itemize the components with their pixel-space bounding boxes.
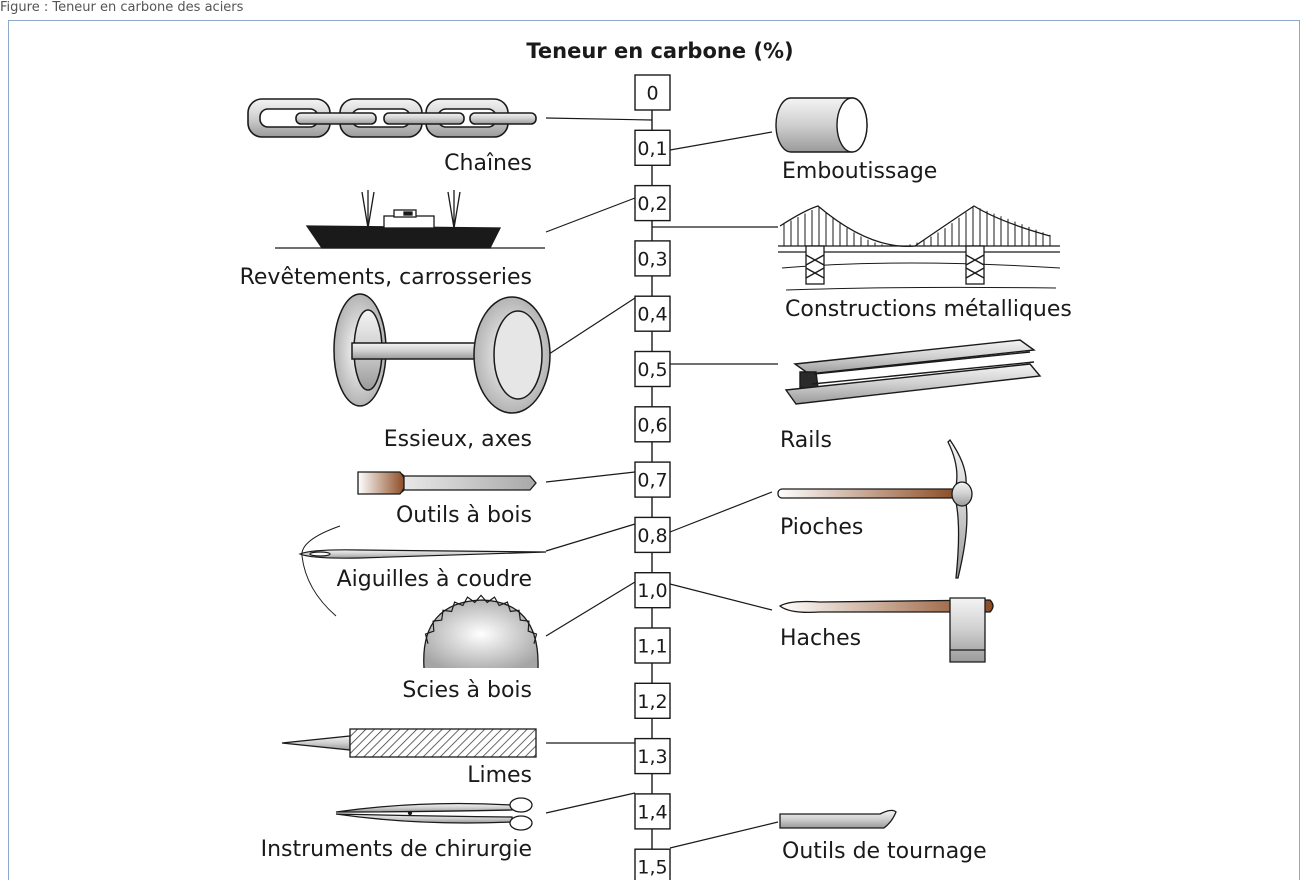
figure-frame xyxy=(8,20,1300,880)
scale-box xyxy=(634,461,671,498)
axle-icon xyxy=(333,293,551,414)
connector-pioches xyxy=(669,491,773,533)
connector-lines xyxy=(545,117,779,849)
scale-value: 0,1 xyxy=(637,138,667,160)
connector-chirurgie xyxy=(545,792,636,814)
diagram-title: Teneur en carbone (%) xyxy=(526,39,793,63)
carbon-scale: 0 0,1 0,2 0,3 0,4 0,5 0,6 0,7 0,8 1,0 1,1 1,2 1,3 1,4… xyxy=(634,74,671,880)
scale-box xyxy=(634,848,671,880)
connector-outils-bois xyxy=(545,471,636,483)
label-revetements: Revêtements, carrosseries xyxy=(240,265,532,290)
scale-box xyxy=(634,737,671,775)
scale-box xyxy=(634,295,671,332)
label-scies: Scies à bois xyxy=(402,678,532,703)
figure-caption: Figure : Teneur en carbone des aciers xyxy=(0,0,244,15)
scale-value: 0,8 xyxy=(637,525,667,547)
needle-icon xyxy=(298,525,547,617)
label-chirurgie: Instruments de chirurgie xyxy=(261,837,532,862)
label-pioches: Pioches xyxy=(780,515,863,540)
chain-icon xyxy=(247,98,537,138)
label-tournage: Outils de tournage xyxy=(782,839,987,864)
scale-box xyxy=(634,184,671,222)
scale-value: 0,5 xyxy=(637,359,667,381)
scale-box xyxy=(634,793,671,830)
scale-box xyxy=(634,516,671,554)
label-outils-bois: Outils à bois xyxy=(396,503,532,528)
label-essieux: Essieux, axes xyxy=(384,427,532,452)
connector-scies xyxy=(545,581,636,637)
saw-icon xyxy=(423,594,539,669)
label-emboutissage: Emboutissage xyxy=(782,159,937,184)
scale-value: 1,2 xyxy=(637,691,667,713)
connector-chaines xyxy=(545,117,653,121)
rail-icon xyxy=(784,339,1042,405)
scale-box xyxy=(634,406,671,443)
pickaxe-icon xyxy=(777,438,973,579)
scale-box xyxy=(634,682,671,719)
scale-box xyxy=(634,627,671,664)
label-constructions: Constructions métalliques xyxy=(785,297,1072,322)
connector-tournage xyxy=(669,821,779,849)
connector-revetements xyxy=(545,197,636,233)
label-haches: Haches xyxy=(780,626,861,651)
scale-value: 0,7 xyxy=(637,470,667,492)
scale-value: 0,6 xyxy=(637,414,667,436)
scale-value: 1,1 xyxy=(637,636,667,658)
scale-value: 1,3 xyxy=(637,746,667,768)
scale-box xyxy=(634,129,671,167)
file-icon xyxy=(281,728,537,758)
scale-value: 0 xyxy=(646,83,658,105)
label-chaines: Chaînes xyxy=(444,151,532,176)
label-aiguilles: Aiguilles à coudre xyxy=(337,567,532,592)
connector-emboutissage xyxy=(669,131,773,151)
cylinder-icon xyxy=(775,97,868,153)
scale-box xyxy=(634,74,671,111)
bridge-icon xyxy=(778,205,1061,291)
connector-aiguilles xyxy=(545,523,636,552)
ship-icon xyxy=(275,190,545,249)
scale-value: 0,2 xyxy=(637,193,667,215)
scissors-icon xyxy=(335,797,533,831)
scale-value: 0,3 xyxy=(637,248,667,270)
connector-haches xyxy=(669,583,773,611)
lathe-tool-icon xyxy=(779,809,897,829)
connector-essieux xyxy=(545,297,636,357)
scale-box xyxy=(634,572,671,609)
scale-value: 1,0 xyxy=(637,580,667,602)
scale-box xyxy=(634,350,671,388)
chisel-icon xyxy=(357,471,537,495)
label-limes: Limes xyxy=(467,763,532,788)
scale-value: 1,4 xyxy=(637,801,667,823)
scale-value: 1,5 xyxy=(637,857,667,879)
axe-icon xyxy=(778,597,994,663)
scale-box xyxy=(634,240,671,277)
label-rails: Rails xyxy=(780,428,832,453)
scale-value: 0,4 xyxy=(637,304,667,326)
